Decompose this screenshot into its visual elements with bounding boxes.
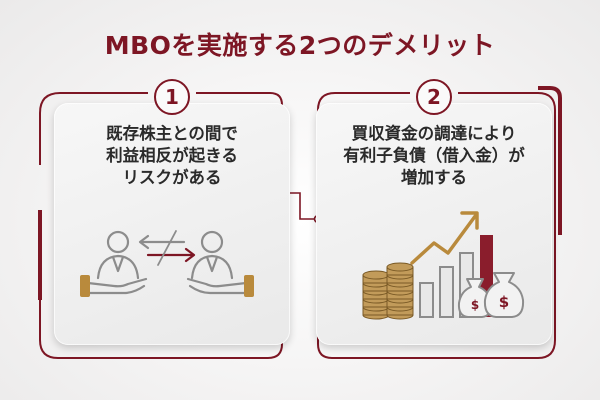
card-2-line-3: 増加する — [401, 168, 467, 187]
card-conflict-of-interest: 既存株主との間で 利益相反が起きる リスクがある — [54, 103, 290, 345]
card-1-line-2: 利益相反が起きる — [106, 146, 238, 165]
card-2-line-1: 買収資金の調達により — [351, 124, 517, 143]
page-title: MBOを実施する2つのデメリット — [104, 31, 496, 60]
card-debt-increase: 買収資金の調達により 有利子負債（借入金）が 増加する — [316, 103, 552, 345]
card-2-line-2: 有利子負債（借入金）が — [343, 146, 525, 165]
card-1-line-1: 既存株主との間で — [106, 124, 238, 143]
card-1-line-3: リスクがある — [122, 168, 222, 187]
card-1-text: 既存株主との間で 利益相反が起きる リスクがある — [54, 123, 290, 189]
card-2-text: 買収資金の調達により 有利子負債（借入金）が 増加する — [316, 123, 552, 189]
badge-number-2: 2 — [416, 79, 452, 115]
debt-growth-chart-icon: $ $ — [362, 211, 525, 320]
svg-text:$: $ — [499, 293, 509, 311]
badge-number-1: 1 — [154, 79, 190, 115]
people-exchange-icon — [80, 230, 254, 297]
svg-text:$: $ — [471, 298, 479, 312]
